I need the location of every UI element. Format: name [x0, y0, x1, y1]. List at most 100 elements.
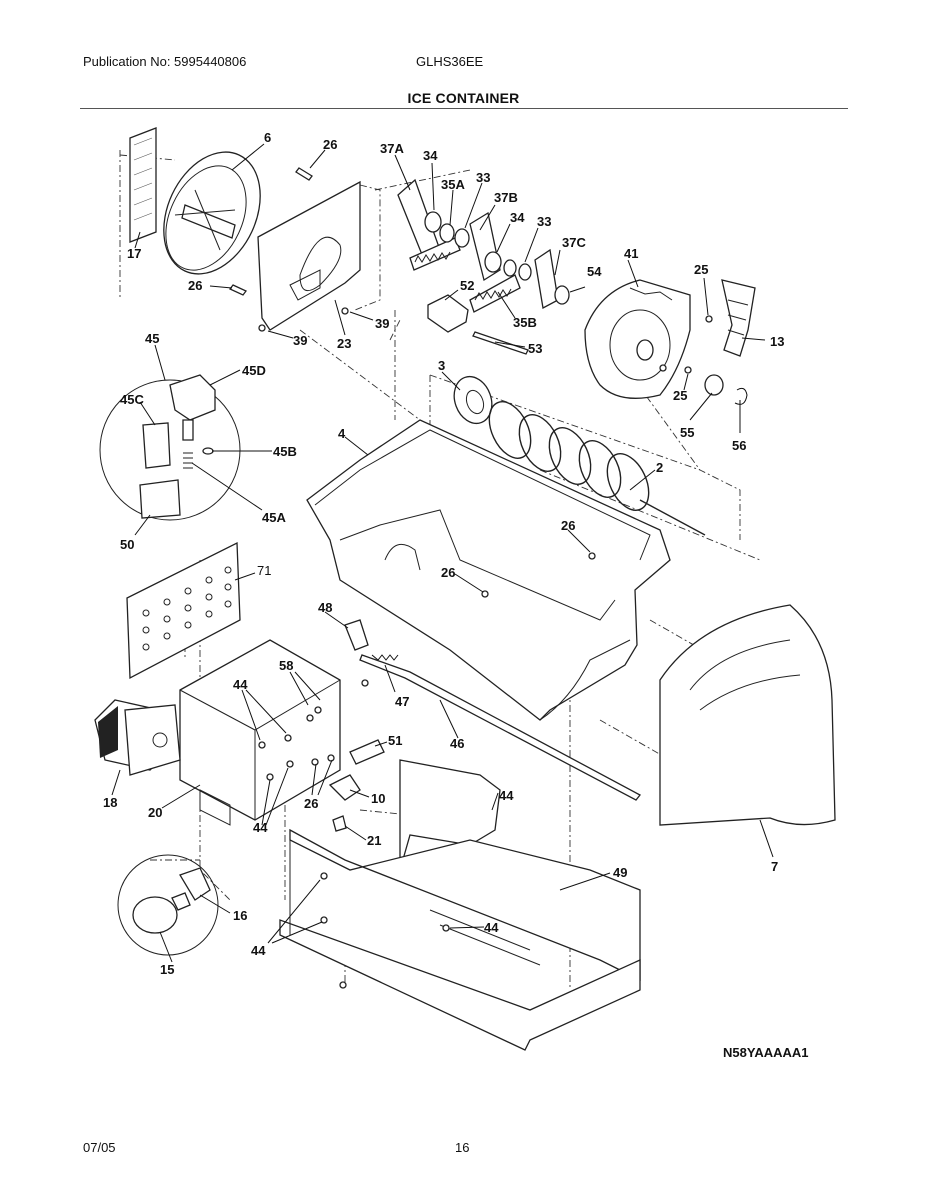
callout-49: 49: [613, 865, 627, 880]
part-21: [332, 815, 347, 832]
callout-45: 45: [145, 331, 159, 346]
callout-25: 25: [694, 262, 708, 277]
part-3-bearing: [453, 375, 493, 425]
screw-26c: [588, 552, 596, 560]
callout-47: 47: [395, 694, 409, 709]
callout-20: 20: [148, 805, 162, 820]
bracket-screws: [258, 706, 335, 781]
screw-44d: [442, 924, 450, 932]
callout-26: 26: [441, 565, 455, 580]
part-55-ring: [704, 374, 724, 396]
callout-6: 6: [264, 130, 271, 145]
callout-33: 33: [476, 170, 490, 185]
callout-45A: 45A: [262, 510, 286, 525]
part-18-motor: [94, 699, 181, 776]
callout-7: 7: [771, 859, 778, 874]
part-17-strip: [129, 127, 157, 243]
callout-41: 41: [624, 246, 638, 261]
part-23-plate: [257, 180, 361, 331]
part-2-auger: [488, 401, 706, 536]
page-number: 16: [455, 1140, 470, 1155]
footer-date: 07/05: [83, 1140, 116, 1155]
strip-pattern: [133, 137, 153, 221]
detail-bulb-circle: [117, 854, 219, 956]
callout-26: 26: [561, 518, 575, 533]
screw-44f: [320, 916, 328, 924]
part-56-clip: [734, 387, 748, 405]
part-51: [349, 739, 385, 765]
callout-71: 71: [257, 563, 271, 578]
callout-34: 34: [423, 148, 438, 163]
callout-10: 10: [371, 791, 385, 806]
header-rule: [80, 108, 848, 109]
callout-45D: 45D: [242, 363, 266, 378]
callout-51: 51: [388, 733, 402, 748]
callout-44: 44: [251, 943, 266, 958]
model-number: GLHS36EE: [416, 54, 484, 69]
screws-top: [228, 167, 349, 332]
part-41-housing: [584, 279, 691, 399]
callout-46: 46: [450, 736, 464, 751]
callout-55: 55: [680, 425, 694, 440]
callout-4: 4: [338, 426, 346, 441]
callout-3: 3: [438, 358, 445, 373]
publication-number: Publication No: 5995440806: [83, 54, 247, 69]
callout-44: 44: [233, 677, 248, 692]
callout-26: 26: [304, 796, 318, 811]
callout-53: 53: [528, 341, 542, 356]
callout-37A: 37A: [380, 141, 404, 156]
part-71-panel: [126, 541, 241, 680]
callout-37C: 37C: [562, 235, 586, 250]
part-6-drum: [163, 151, 261, 275]
screw-bottom: [339, 981, 347, 989]
part-46-rod: [359, 654, 641, 801]
screw-near-47: [361, 679, 369, 687]
callout-56: 56: [732, 438, 746, 453]
callout-26: 26: [188, 278, 202, 293]
callout-44: 44: [253, 820, 268, 835]
callout-17: 17: [127, 246, 141, 261]
callout-2: 2: [656, 460, 663, 475]
callout-labels: 6 26 37A 34 35A 33 37B 34 33 37C 41 25 1…: [103, 130, 784, 977]
diagram-code: N58YAAAAA1: [723, 1045, 809, 1060]
callout-21: 21: [367, 833, 381, 848]
callout-25: 25: [673, 388, 687, 403]
callout-44: 44: [499, 788, 514, 803]
callout-35B: 35B: [513, 315, 537, 330]
callout-39: 39: [375, 316, 389, 331]
callout-33: 33: [537, 214, 551, 229]
callout-48: 48: [318, 600, 332, 615]
screw-44e: [320, 872, 328, 880]
callout-18: 18: [103, 795, 117, 810]
detail-45-circle: [99, 374, 241, 521]
callout-37B: 37B: [494, 190, 518, 205]
callout-50: 50: [120, 537, 134, 552]
callout-58: 58: [279, 658, 293, 673]
callout-15: 15: [160, 962, 174, 977]
callout-13: 13: [770, 334, 784, 349]
part-48: [344, 619, 369, 651]
gear-train: [397, 178, 570, 313]
screw-26d: [481, 590, 489, 598]
part-7-cover: [659, 604, 836, 826]
screw-25b: [684, 366, 692, 374]
page-title: ICE CONTAINER: [407, 90, 520, 106]
part-10: [328, 774, 361, 801]
leader-lines: [111, 143, 774, 963]
callout-34: 34: [510, 210, 525, 225]
callout-54: 54: [587, 264, 602, 279]
screw-25a: [705, 315, 713, 323]
callout-44: 44: [484, 920, 499, 935]
part-4-container: [306, 419, 671, 721]
callout-45C: 45C: [120, 392, 144, 407]
part-20-bracket: [179, 639, 341, 826]
callout-23: 23: [337, 336, 351, 351]
callout-26: 26: [323, 137, 337, 152]
callout-45B: 45B: [273, 444, 297, 459]
part-52: [427, 294, 469, 333]
callout-35A: 35A: [441, 177, 465, 192]
part-49-frame: [279, 828, 641, 1051]
callout-39: 39: [293, 333, 307, 348]
callout-16: 16: [233, 908, 247, 923]
callout-52: 52: [460, 278, 474, 293]
